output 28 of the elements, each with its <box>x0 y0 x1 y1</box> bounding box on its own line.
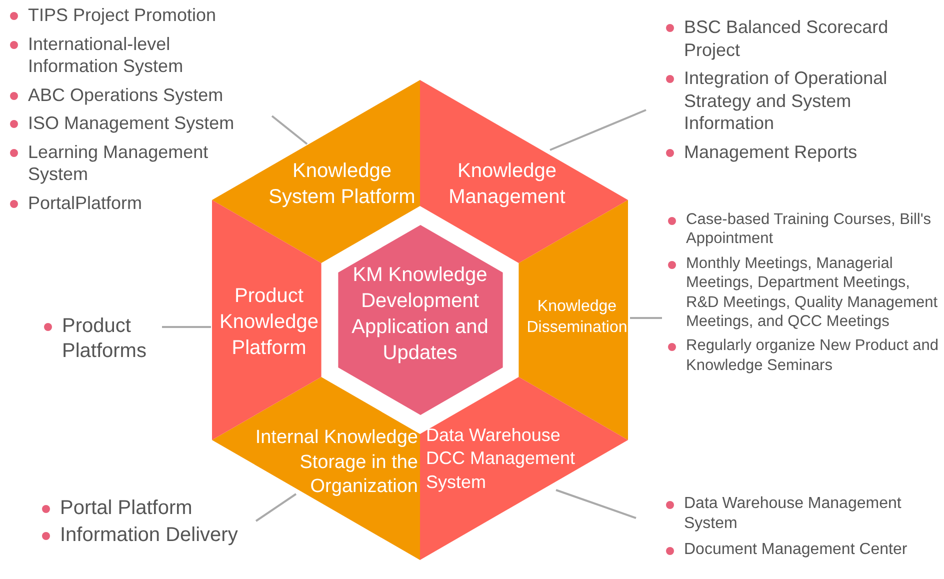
leader-line <box>556 489 636 519</box>
bullet-item: ABC Operations System <box>8 84 253 106</box>
leader-line <box>255 493 297 522</box>
segment-title: Product Knowledge Platform <box>218 284 320 361</box>
bullet-item: ISO Management System <box>8 112 253 134</box>
segment-title: Data Warehouse DCC Management System <box>426 424 576 494</box>
segment-title: Knowledge Management <box>448 159 566 210</box>
bullet-item: PortalPlatform <box>8 192 253 214</box>
bullet-item: Learning Management System <box>8 140 253 186</box>
bullet-item: Document Management Center <box>664 540 944 560</box>
bullet-item: Regularly organize New Product and Knowledge Seminars <box>666 336 940 375</box>
center-title: KM Knowledge Development Application and Updates <box>350 263 490 366</box>
bullet-item: Monthly Meetings, Managerial Meetings, Department Meetings, R&D Meetings, Quality Management Meetings, and QCC Meetings <box>666 254 940 332</box>
segment-title: Knowledge System Platform <box>268 159 416 210</box>
bullet-item: Management Reports <box>664 140 934 163</box>
bullet-item: Case-based Training Courses, Bill's Appointment <box>666 210 940 249</box>
segment-title: Knowledge Dissemination <box>526 297 628 338</box>
bullet-item: Integration of Operational Strategy and System Information <box>664 67 934 134</box>
leader-line <box>550 109 646 151</box>
bullet-item: Data Warehouse Management System <box>664 494 944 534</box>
bullet-item: Product Platforms <box>42 314 172 364</box>
bullet-item: Information Delivery <box>40 523 280 548</box>
leader-line <box>630 317 662 319</box>
leader-line <box>271 115 308 145</box>
leader-line <box>162 326 211 328</box>
bullet-item: BSC Balanced Scorecard Project <box>664 16 934 61</box>
bullet-item: TIPS Project Promotion <box>8 4 253 26</box>
bullet-item: International-level Information System <box>8 32 253 78</box>
